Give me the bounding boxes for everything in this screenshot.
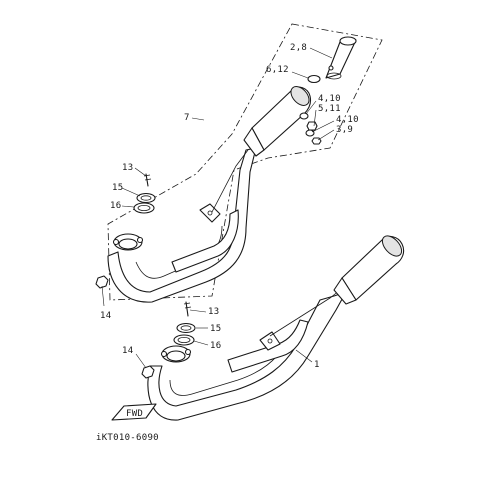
callout-13-upper: 13 bbox=[122, 163, 133, 173]
lower-silencer-neck bbox=[333, 277, 357, 305]
lower-stud-13 bbox=[183, 301, 192, 317]
tail-pipe bbox=[325, 36, 357, 80]
upper-gasket-16 bbox=[133, 202, 155, 214]
lower-header-pipe bbox=[147, 291, 347, 421]
lower-heat-guard bbox=[227, 319, 309, 373]
upper-nut-14 bbox=[95, 275, 109, 289]
callout-4-10-a: 4,10 bbox=[318, 94, 341, 104]
upper-support-rod bbox=[211, 149, 249, 213]
upper-gasket-16-inner bbox=[137, 204, 151, 211]
upper-silencer-neck bbox=[243, 127, 265, 157]
callout-1: 1 bbox=[314, 360, 320, 370]
fwd-label: FWD bbox=[126, 409, 143, 419]
callout-5-11: 5,11 bbox=[318, 104, 341, 114]
callout-16-upper: 16 bbox=[110, 201, 121, 211]
upper-silencer-end bbox=[290, 86, 310, 106]
callout-4-10-b: 4,10 bbox=[336, 115, 359, 125]
callout-labels: 2,8 6,12 7 4,10 5,11 4,10 3,9 13 15 16 1… bbox=[96, 43, 359, 443]
upper-gasket-15-inner bbox=[140, 195, 152, 201]
lower-gasket-15-inner bbox=[180, 325, 192, 331]
upper-heat-guard bbox=[171, 209, 239, 273]
lower-exhaust-flange bbox=[160, 345, 192, 363]
upper-header-pipe bbox=[107, 147, 257, 303]
callout-16-lower: 16 bbox=[210, 341, 221, 351]
tail-gasket bbox=[307, 74, 321, 84]
lower-gasket-16 bbox=[173, 334, 195, 346]
callout-2-8: 2,8 bbox=[290, 43, 307, 53]
diagram-code: iKT010-6090 bbox=[96, 433, 159, 443]
lower-mount-bracket bbox=[259, 331, 281, 351]
assembly-7-boundary bbox=[107, 23, 383, 301]
callout-14-lower: 14 bbox=[122, 346, 133, 356]
upper-stud-13 bbox=[143, 173, 152, 187]
lower-nut-14 bbox=[141, 365, 155, 379]
callout-15-upper: 15 bbox=[112, 183, 123, 193]
callout-14-upper: 14 bbox=[100, 311, 111, 321]
lower-exhaust-assembly bbox=[147, 235, 405, 421]
upper-fasteners bbox=[299, 112, 322, 145]
lower-gasket-16-inner bbox=[177, 336, 191, 343]
leader-lines bbox=[101, 47, 335, 369]
upper-exhaust-flange bbox=[112, 233, 144, 251]
callout-3-9: 3,9 bbox=[336, 125, 353, 135]
upper-gasket-15 bbox=[136, 192, 156, 204]
upper-exhaust-assembly bbox=[107, 86, 312, 303]
upper-bracket-hole bbox=[207, 210, 213, 216]
callout-7: 7 bbox=[184, 113, 190, 123]
callout-15-lower: 15 bbox=[210, 324, 221, 334]
upper-mount-bracket bbox=[199, 203, 221, 223]
lower-silencer-end bbox=[381, 235, 403, 257]
callout-6-12: 6,12 bbox=[266, 65, 289, 75]
fwd-arrow-icon: FWD bbox=[111, 403, 157, 421]
lower-gasket-15 bbox=[176, 322, 196, 334]
callout-13-lower: 13 bbox=[208, 307, 219, 317]
